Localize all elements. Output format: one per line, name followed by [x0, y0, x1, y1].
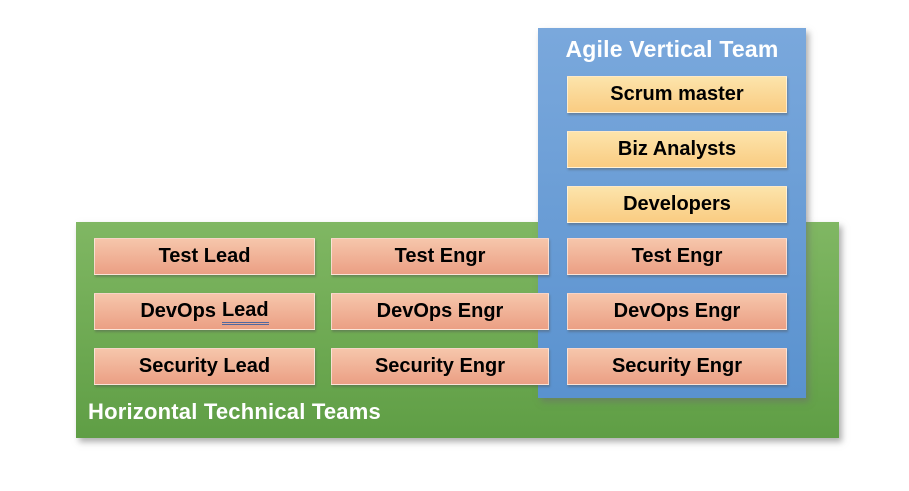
- box-security-engr-vertical: Security Engr: [567, 348, 787, 385]
- box-test-engr-vertical: Test Engr: [567, 238, 787, 275]
- box-biz-analysts: Biz Analysts: [567, 131, 787, 168]
- box-test-engr-middle: Test Engr: [331, 238, 549, 275]
- box-devops-engr-vertical: DevOps Engr: [567, 293, 787, 330]
- box-security-engr-middle: Security Engr: [331, 348, 549, 385]
- box-scrum-master: Scrum master: [567, 76, 787, 113]
- vertical-team-title: Agile Vertical Team: [565, 36, 779, 62]
- box-devops-engr-middle: DevOps Engr: [331, 293, 549, 330]
- box-devops-lead-prefix: DevOps: [140, 300, 216, 322]
- box-developers: Developers: [567, 186, 787, 223]
- box-devops-lead-underlined: Lead: [221, 299, 269, 325]
- box-test-lead: Test Lead: [94, 238, 315, 275]
- box-security-lead: Security Lead: [94, 348, 315, 385]
- horizontal-teams-title: Horizontal Technical Teams: [88, 399, 381, 424]
